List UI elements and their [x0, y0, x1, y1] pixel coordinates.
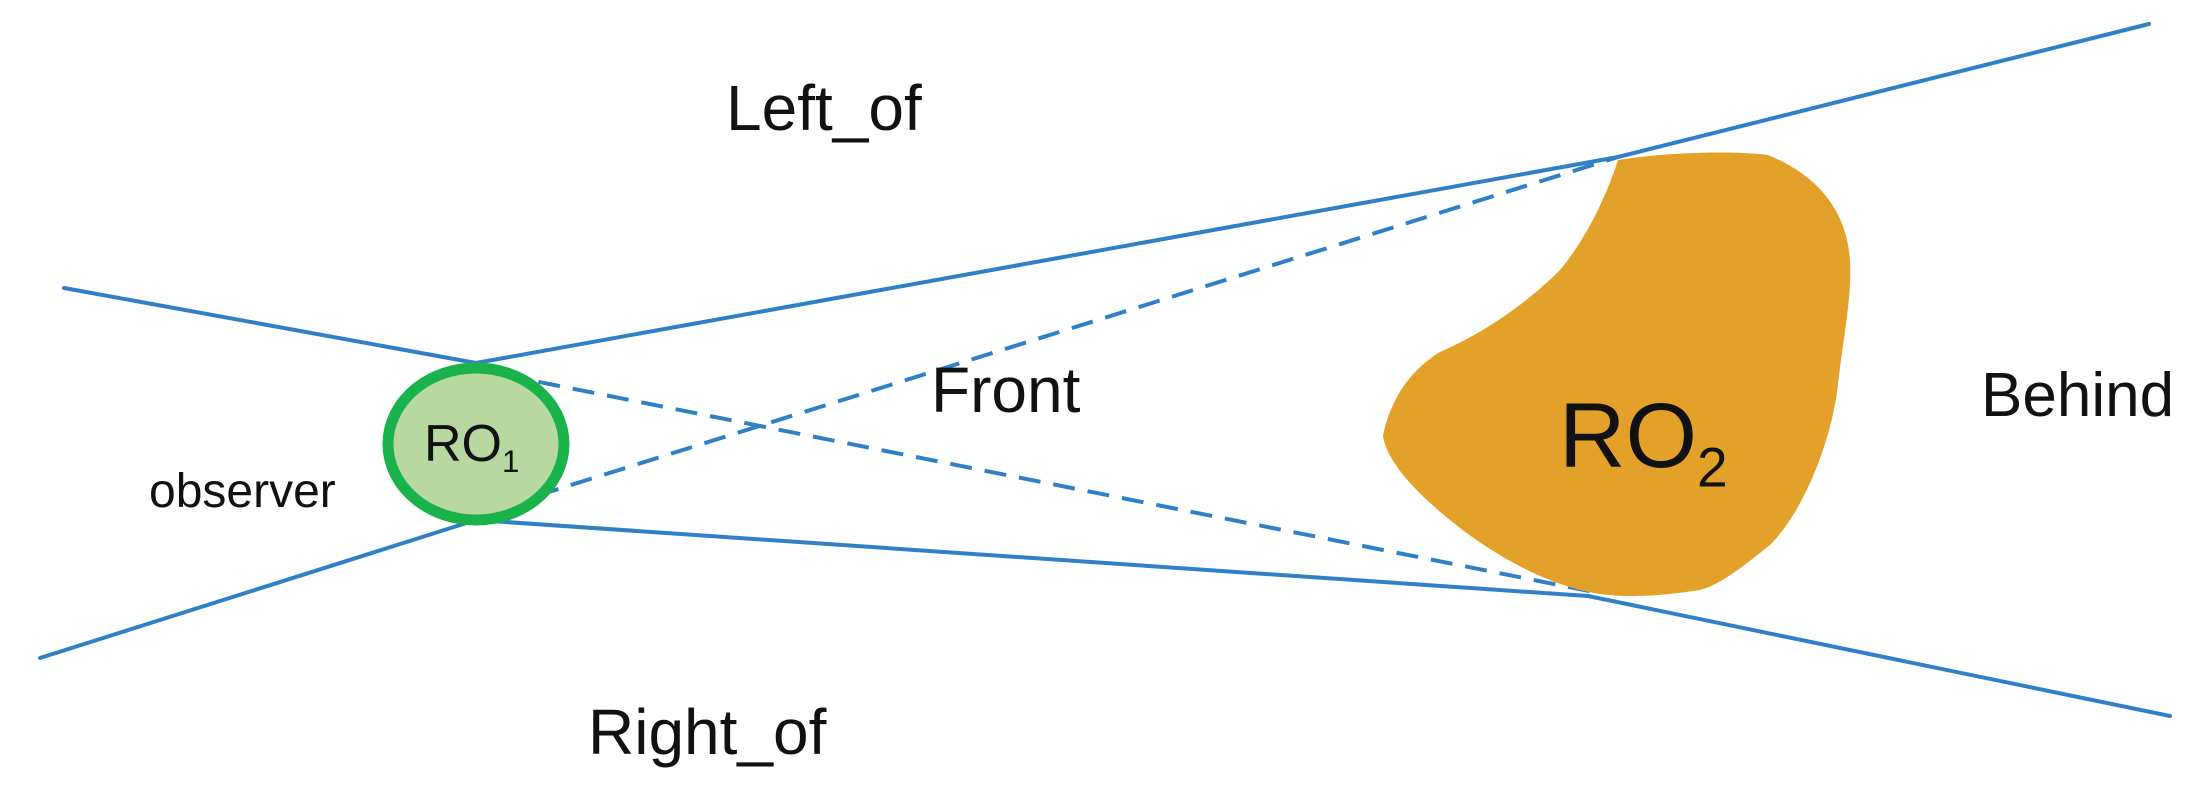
left-of-label: Left_of — [726, 72, 922, 144]
upper-right-boundary-line — [1616, 22, 2151, 159]
ro2-subscript: 2 — [1697, 436, 1728, 499]
ro1-shape — [382, 362, 570, 526]
ro1-name: RO — [424, 415, 502, 473]
upper-tangent-line — [474, 155, 1620, 365]
dashed-upper-cross-line — [503, 373, 1595, 594]
ro2-shape — [1383, 152, 1851, 597]
ro1-subscript: 1 — [502, 443, 520, 479]
ro1-label: RO1 — [424, 415, 519, 477]
right-of-label: Right_of — [588, 696, 827, 768]
behind-label: Behind — [1981, 361, 2175, 430]
dashed-lower-cross-line — [503, 155, 1619, 508]
upper-left-boundary-line — [62, 286, 478, 365]
lower-left-boundary-line — [38, 518, 478, 660]
ro2-name: RO — [1559, 385, 1697, 487]
observer-label: observer — [149, 465, 336, 518]
lower-tangent-line — [474, 518, 1590, 598]
front-label: Front — [931, 354, 1081, 426]
lower-right-boundary-line — [1586, 594, 2172, 718]
ro2-label: RO2 — [1559, 390, 1728, 495]
